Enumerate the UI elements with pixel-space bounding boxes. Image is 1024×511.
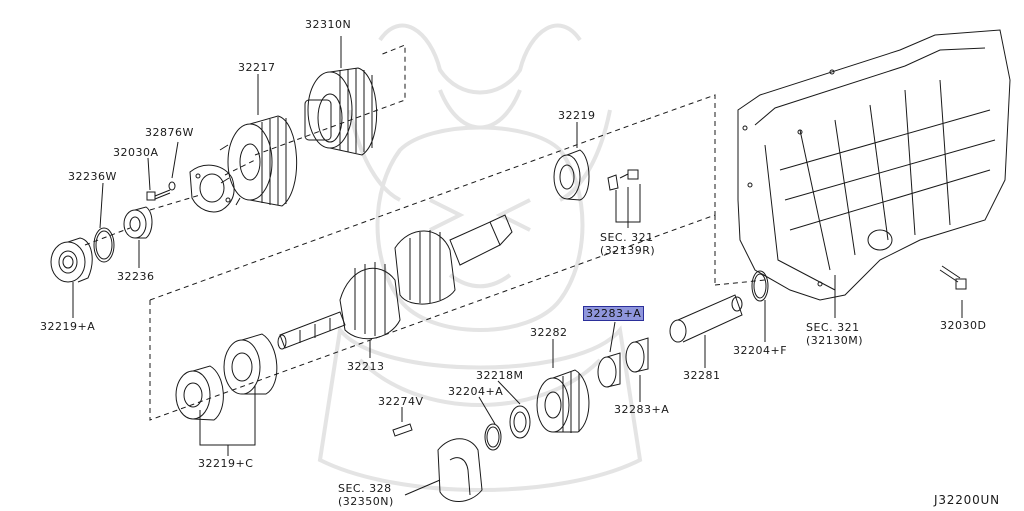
housing-sec328 <box>437 438 483 502</box>
pin-32274v <box>392 423 413 437</box>
shaft-32281 <box>669 294 743 343</box>
part-label-32030d[interactable]: 32030D <box>940 319 987 332</box>
section-ref-321-clip[interactable]: SEC. 321 (32139R) <box>600 231 655 257</box>
mainshaft-32213 <box>277 214 513 350</box>
section-ref-code: (32130M) <box>806 334 864 347</box>
linework <box>50 29 1011 502</box>
section-ref-title: SEC. 328 <box>338 482 392 495</box>
leader-lines <box>72 36 963 496</box>
bolt-32030d <box>939 265 967 290</box>
section-ref-title: SEC. 321 <box>806 321 860 334</box>
part-label-32204f[interactable]: 32204+F <box>733 344 788 357</box>
part-label-32876w[interactable]: 32876W <box>145 126 194 139</box>
ring-32204f <box>751 270 769 302</box>
dashed-frame-lines <box>84 44 766 421</box>
section-ref-code: (32350N) <box>338 495 394 508</box>
bearings-32219c <box>175 333 278 421</box>
part-label-32283a[interactable]: 32283+A <box>614 403 670 416</box>
part-label-32218m[interactable]: 32218M <box>476 369 524 382</box>
part-label-32310n[interactable]: 32310N <box>305 18 352 31</box>
diagram-id: J32200UN <box>934 493 1000 507</box>
retainer-plate <box>189 164 235 213</box>
gear-32310n <box>304 67 378 156</box>
snap-ring-32236w <box>93 227 115 263</box>
part-label-32204a[interactable]: 32204+A <box>448 385 504 398</box>
part-label-32213[interactable]: 32213 <box>347 360 385 373</box>
bolt-32030a <box>146 189 171 201</box>
part-label-32283a-highlighted[interactable]: 32283+A <box>583 306 645 321</box>
part-label-32219c[interactable]: 32219+C <box>198 457 254 470</box>
section-ref-328[interactable]: SEC. 328 (32350N) <box>338 482 394 508</box>
washer-32876w <box>168 181 176 191</box>
transmission-case <box>737 29 1011 301</box>
part-label-32030a[interactable]: 32030A <box>113 146 159 159</box>
watermark-emblem <box>317 23 643 492</box>
part-label-32219a[interactable]: 32219+A <box>40 320 96 333</box>
seal-32236 <box>123 206 153 239</box>
washer-32218m <box>509 405 531 439</box>
part-label-32236w[interactable]: 32236W <box>68 170 117 183</box>
gear-32282 <box>536 369 590 433</box>
part-label-32282[interactable]: 32282 <box>530 326 568 339</box>
gear-32217 <box>219 115 298 207</box>
part-label-32281[interactable]: 32281 <box>683 369 721 382</box>
part-label-32274v[interactable]: 32274V <box>378 395 424 408</box>
part-label-32219[interactable]: 32219 <box>558 109 596 122</box>
section-ref-title: SEC. 321 <box>600 231 654 244</box>
clip-and-bolt <box>607 169 639 191</box>
part-label-32236[interactable]: 32236 <box>117 270 155 283</box>
seal-32219 <box>553 149 590 201</box>
ring-32204a <box>484 423 502 451</box>
needle-bearings-32283a <box>597 337 649 388</box>
bearing-32219a <box>50 237 93 283</box>
part-label-32217[interactable]: 32217 <box>238 61 276 74</box>
section-ref-321-case[interactable]: SEC. 321 (32130M) <box>806 321 863 347</box>
section-ref-code: (32139R) <box>600 244 656 257</box>
